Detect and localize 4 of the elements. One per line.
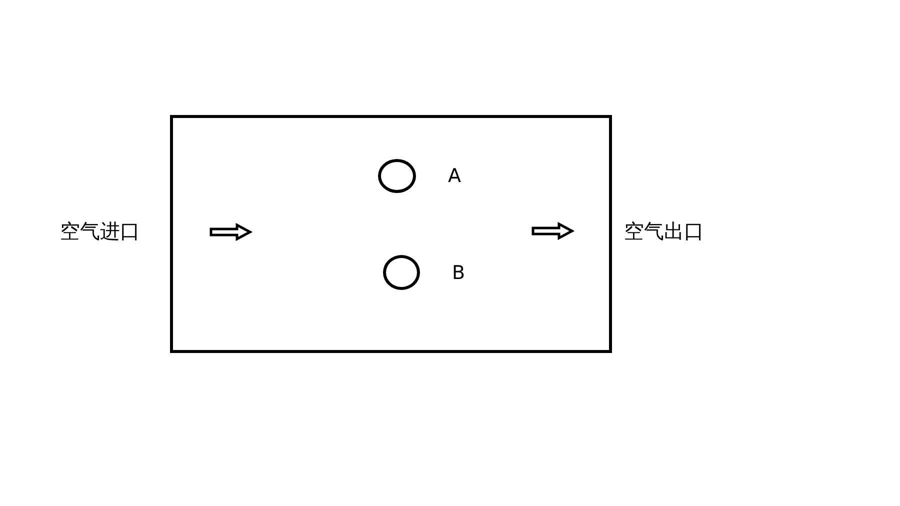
port-label: 空气进口 bbox=[60, 219, 140, 243]
port-label: 空气出口 bbox=[624, 219, 704, 243]
circle-label: A bbox=[448, 165, 461, 187]
circle-label: B bbox=[452, 262, 466, 284]
